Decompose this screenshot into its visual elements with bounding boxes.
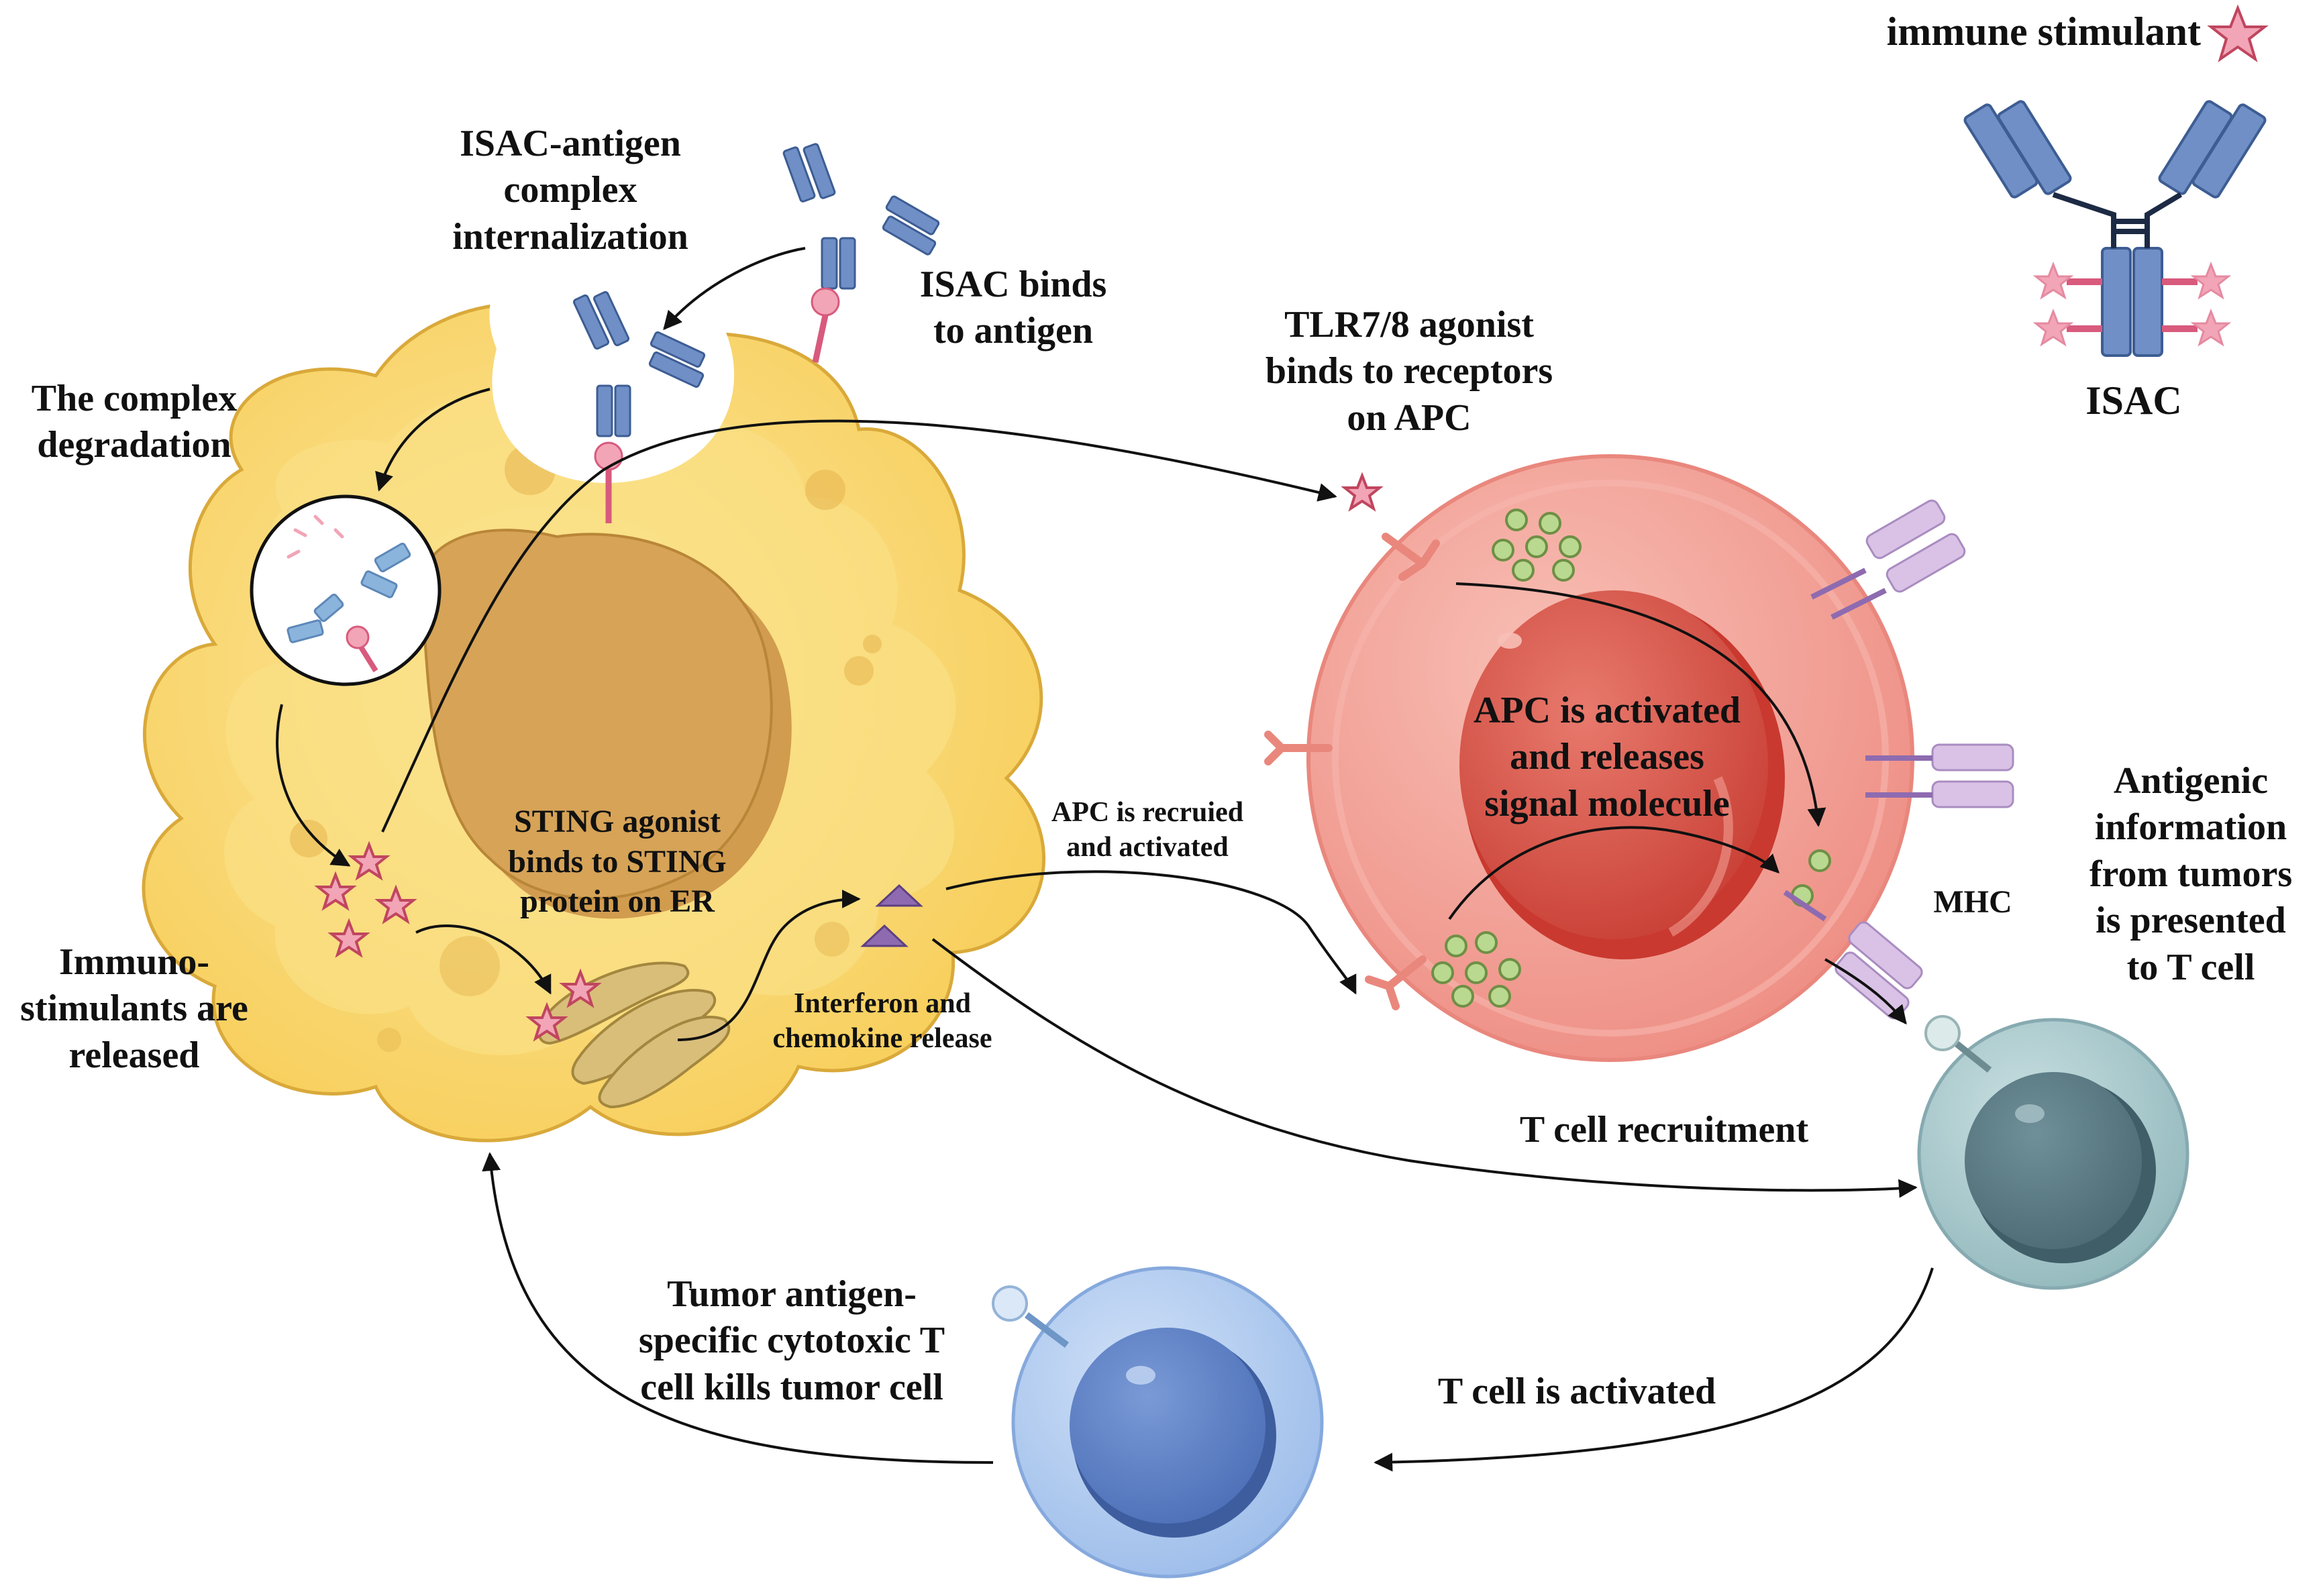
antigenic-info-label: Antigenic information from tumors is pre… xyxy=(2089,760,2293,988)
apc-activated-label: APC is activated and releases signal mol… xyxy=(1473,690,1741,824)
antigen-head-surface xyxy=(811,287,840,317)
tlr-receptors xyxy=(1264,533,1440,1010)
antigen-stalk-surface xyxy=(812,315,829,363)
t-cell-teal xyxy=(1917,1015,2189,1290)
internalization-vesicle xyxy=(489,245,735,483)
apc-cell xyxy=(1306,454,1914,1062)
legend-star xyxy=(2207,4,2269,62)
tumor-antigen-label: Tumor antigen- specific cytotoxic T cell… xyxy=(638,1273,945,1408)
t-cell-recruitment-label: T cell recruitment xyxy=(1519,1109,1809,1151)
sting-agonist-label: STING agonist binds to STING protein on … xyxy=(508,804,727,920)
chemokine-triangles xyxy=(860,884,923,947)
interferon-label: Interferon and chemokine release xyxy=(772,988,992,1055)
legend-stimulant-label: immune stimulant xyxy=(1886,9,2201,54)
isac-antibody-internal xyxy=(572,290,706,437)
immunostimulant-stars xyxy=(314,472,1384,1042)
t-cell-activated-label: T cell is activated xyxy=(1437,1371,1716,1412)
isac-antibody-surface xyxy=(782,143,940,290)
tlr-agonist-label: TLR7/8 agonist binds to receptors on APC xyxy=(1265,304,1553,439)
isac-binds-label: ISAC binds to antigen xyxy=(919,264,1107,352)
process-arrows xyxy=(276,247,1934,1472)
immunostimulants-label: Immuno- stimulants are released xyxy=(20,941,248,1076)
mhc-label: MHC xyxy=(1933,884,2012,920)
apc-recruited-label: APC is recruied and activated xyxy=(1051,797,1244,863)
apc-vesicles xyxy=(1431,509,1831,1008)
legend-isac-payloads xyxy=(2032,261,2232,347)
mhc-molecules xyxy=(1835,499,2014,1020)
t-cell-blue xyxy=(992,1266,1324,1579)
legend-isac-antibody xyxy=(1963,100,2267,357)
lysosome xyxy=(250,494,442,686)
legend-isac-hinge xyxy=(2052,192,2183,248)
complex-degradation-label: The complex degradation xyxy=(31,378,238,466)
legend-isac-label: ISAC xyxy=(2085,378,2182,423)
isac-internalization-label: ISAC-antigen complex internalization xyxy=(452,123,688,258)
